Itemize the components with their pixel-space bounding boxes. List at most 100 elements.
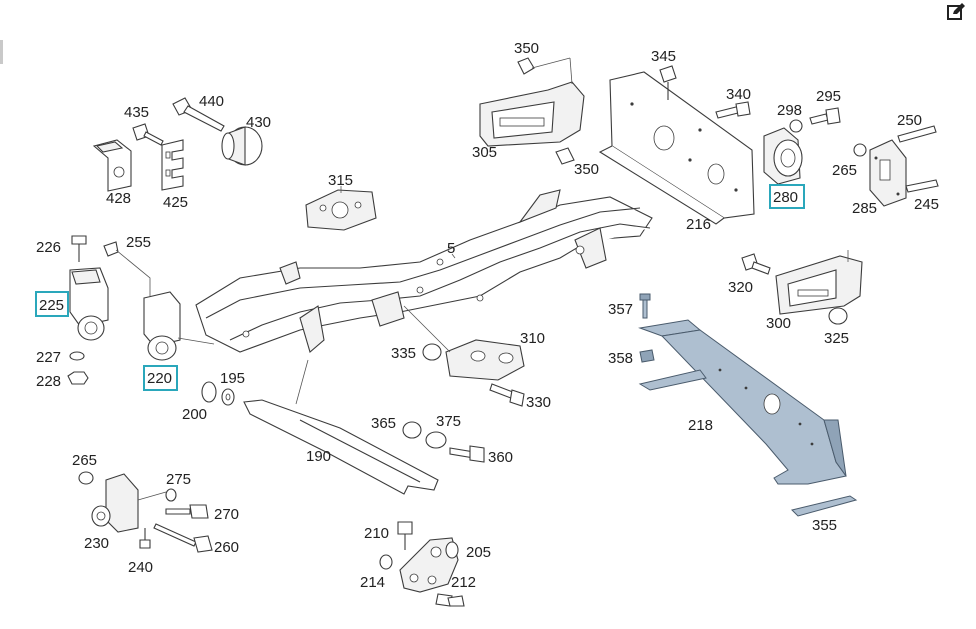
label-360[interactable]: 360 — [488, 449, 513, 466]
bolt-435 — [132, 123, 164, 146]
label-200[interactable]: 200 — [182, 406, 207, 423]
bolt-360 — [449, 445, 485, 463]
shackle-220 — [143, 291, 215, 361]
label-358[interactable]: 358 — [608, 350, 633, 367]
label-340[interactable]: 340 — [726, 86, 751, 103]
label-228[interactable]: 228 — [36, 373, 61, 390]
washer-265-left — [78, 471, 94, 485]
label-210[interactable]: 210 — [364, 525, 389, 542]
bushing-430 — [221, 126, 263, 166]
label-428[interactable]: 428 — [106, 190, 131, 207]
label-280[interactable]: 280 — [773, 189, 798, 206]
highlight-225[interactable]: 225 — [35, 291, 69, 317]
radius-rod-190 — [243, 359, 439, 495]
label-425[interactable]: 425 — [163, 194, 188, 211]
label-325[interactable]: 325 — [824, 330, 849, 347]
nut-228 — [67, 371, 89, 385]
label-260[interactable]: 260 — [214, 539, 239, 556]
label-350-top[interactable]: 350 — [514, 40, 539, 57]
label-212[interactable]: 212 — [451, 574, 476, 591]
label-365[interactable]: 365 — [371, 415, 396, 432]
frame-5 — [195, 189, 653, 353]
label-214[interactable]: 214 — [360, 574, 385, 591]
label-255[interactable]: 255 — [126, 234, 151, 251]
bushing-335 — [422, 343, 442, 361]
label-245[interactable]: 245 — [914, 196, 939, 213]
highlight-220[interactable]: 220 — [143, 365, 178, 391]
bolt-345 — [659, 65, 677, 100]
bolt-440 — [172, 97, 225, 132]
label-345[interactable]: 345 — [651, 48, 676, 65]
label-375[interactable]: 375 — [436, 413, 461, 430]
label-265-right[interactable]: 265 — [832, 162, 857, 179]
label-335[interactable]: 335 — [391, 345, 416, 362]
label-270[interactable]: 270 — [214, 506, 239, 523]
bolt-226 — [71, 235, 87, 262]
label-430[interactable]: 430 — [246, 114, 271, 131]
label-218[interactable]: 218 — [688, 417, 713, 434]
label-298[interactable]: 298 — [777, 102, 802, 119]
washer-325 — [828, 307, 848, 325]
coupling-285 — [869, 139, 907, 207]
label-350-bottom[interactable]: 350 — [574, 161, 599, 178]
label-315[interactable]: 315 — [328, 172, 353, 189]
left-edge-marker — [0, 40, 3, 64]
label-195[interactable]: 195 — [220, 370, 245, 387]
label-440[interactable]: 440 — [199, 93, 224, 110]
bracket-300 — [775, 250, 863, 315]
label-216[interactable]: 216 — [686, 216, 711, 233]
label-240[interactable]: 240 — [128, 559, 153, 576]
bracket-425 — [161, 139, 184, 191]
bolt-270 — [165, 504, 209, 519]
label-190[interactable]: 190 — [306, 448, 331, 465]
edit-icon[interactable] — [946, 2, 966, 22]
label-300[interactable]: 300 — [766, 315, 791, 332]
bracket-305 — [479, 57, 585, 147]
bolt-260 — [153, 523, 213, 553]
label-205[interactable]: 205 — [466, 544, 491, 561]
label-330[interactable]: 330 — [526, 394, 551, 411]
bolt-320 — [741, 253, 771, 275]
bolt-250 — [897, 125, 937, 143]
label-5[interactable]: 5 — [447, 240, 455, 257]
label-227[interactable]: 227 — [36, 349, 61, 366]
label-305[interactable]: 305 — [472, 144, 497, 161]
label-250[interactable]: 250 — [897, 112, 922, 129]
bolt-255 — [103, 241, 151, 296]
bolt-295 — [809, 107, 841, 125]
nut-358 — [639, 349, 655, 363]
label-310[interactable]: 310 — [520, 330, 545, 347]
label-295[interactable]: 295 — [816, 88, 841, 105]
label-225[interactable]: 225 — [39, 297, 64, 314]
bolt-357 — [639, 293, 651, 319]
bushing-375 — [425, 431, 447, 449]
label-230[interactable]: 230 — [84, 535, 109, 552]
label-285[interactable]: 285 — [852, 200, 877, 217]
bolt-330 — [489, 383, 525, 407]
bolt-245 — [905, 179, 939, 193]
label-435[interactable]: 435 — [124, 104, 149, 121]
label-275[interactable]: 275 — [166, 471, 191, 488]
label-320[interactable]: 320 — [728, 279, 753, 296]
highlight-280[interactable]: 280 — [769, 184, 805, 209]
bolt-240 — [139, 528, 151, 549]
washer-265-right — [853, 143, 867, 157]
bracket-205 — [399, 537, 459, 593]
bracket-315 — [305, 186, 377, 231]
label-226[interactable]: 226 — [36, 239, 61, 256]
label-355[interactable]: 355 — [812, 517, 837, 534]
bracket-428 — [92, 139, 132, 192]
label-357[interactable]: 357 — [608, 301, 633, 318]
label-220[interactable]: 220 — [147, 370, 172, 387]
mount-230 — [91, 473, 167, 533]
washer-275 — [165, 488, 177, 502]
label-265-left[interactable]: 265 — [72, 452, 97, 469]
washer-214 — [379, 554, 393, 570]
nut-350-bottom — [555, 147, 575, 165]
bracket-310 — [403, 305, 525, 381]
towing-hook-280 — [763, 127, 803, 185]
bolt-210 — [397, 521, 413, 550]
bolt-298 — [789, 119, 803, 133]
washer-227 — [69, 351, 85, 361]
